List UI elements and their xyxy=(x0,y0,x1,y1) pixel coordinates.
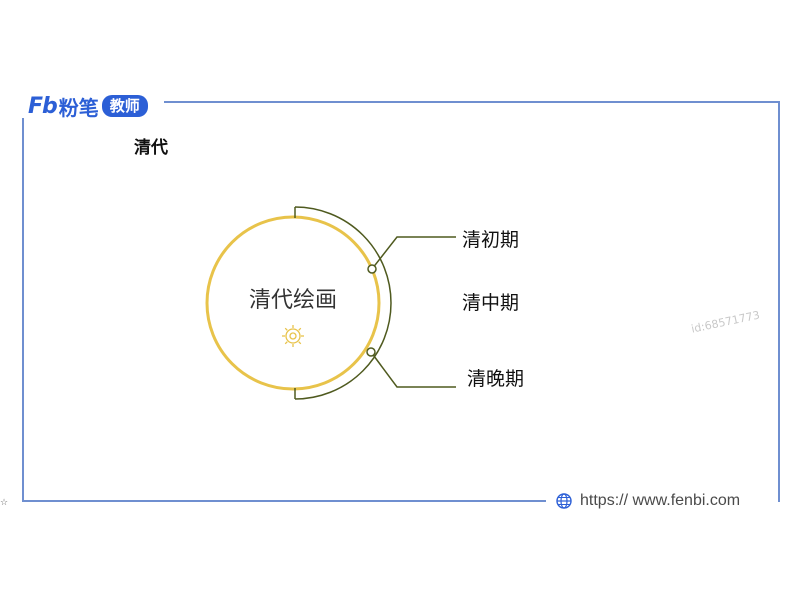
frame-right-line xyxy=(778,101,780,502)
frame-top-line xyxy=(164,101,780,103)
connector-top xyxy=(371,236,456,270)
connector-bottom-node xyxy=(366,347,376,357)
center-circle xyxy=(205,215,381,391)
footer-url: https:// www.fenbi.com xyxy=(580,492,741,509)
center-node-label: 清代绘画 xyxy=(248,288,337,313)
gear-icon xyxy=(282,325,304,347)
outer-arc xyxy=(294,206,392,400)
logo-name: 粉笔 xyxy=(58,95,99,120)
branch-label-middle: 清中期 xyxy=(462,292,520,314)
frame-bottom-line xyxy=(22,500,546,502)
small-star-icon: ☆ xyxy=(0,498,9,508)
logo-badge: 教师 xyxy=(101,95,148,117)
globe-icon xyxy=(556,493,572,509)
branch-label-late: 清晚期 xyxy=(467,368,525,390)
frame-left-line xyxy=(22,118,24,502)
branch-label-early: 清初期 xyxy=(462,229,520,251)
brand-logo: Fb 粉笔 教师 xyxy=(28,93,148,120)
connector-top-node xyxy=(367,264,377,274)
connector-bottom xyxy=(370,351,456,388)
footer: https:// www.fenbi.com xyxy=(556,491,740,511)
page-title: 清代 xyxy=(134,138,168,158)
logo-mark: Fb xyxy=(28,93,58,119)
